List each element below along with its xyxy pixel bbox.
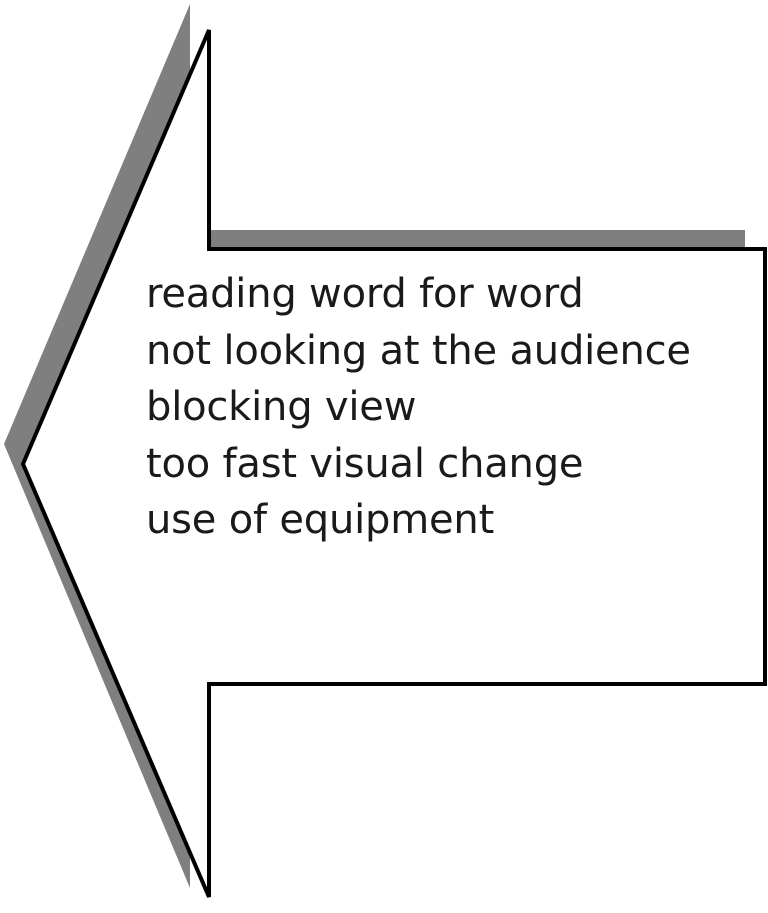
list-item: blocking view <box>146 384 417 430</box>
list-item: too fast visual change <box>146 440 584 487</box>
arrow-text-list: reading word for word not looking at the… <box>146 266 746 549</box>
list-item: not looking at the audience <box>146 327 691 374</box>
arrow-body <box>20 29 767 898</box>
list-item: use of equipment <box>146 497 495 543</box>
list-item: reading word for word <box>146 271 584 317</box>
